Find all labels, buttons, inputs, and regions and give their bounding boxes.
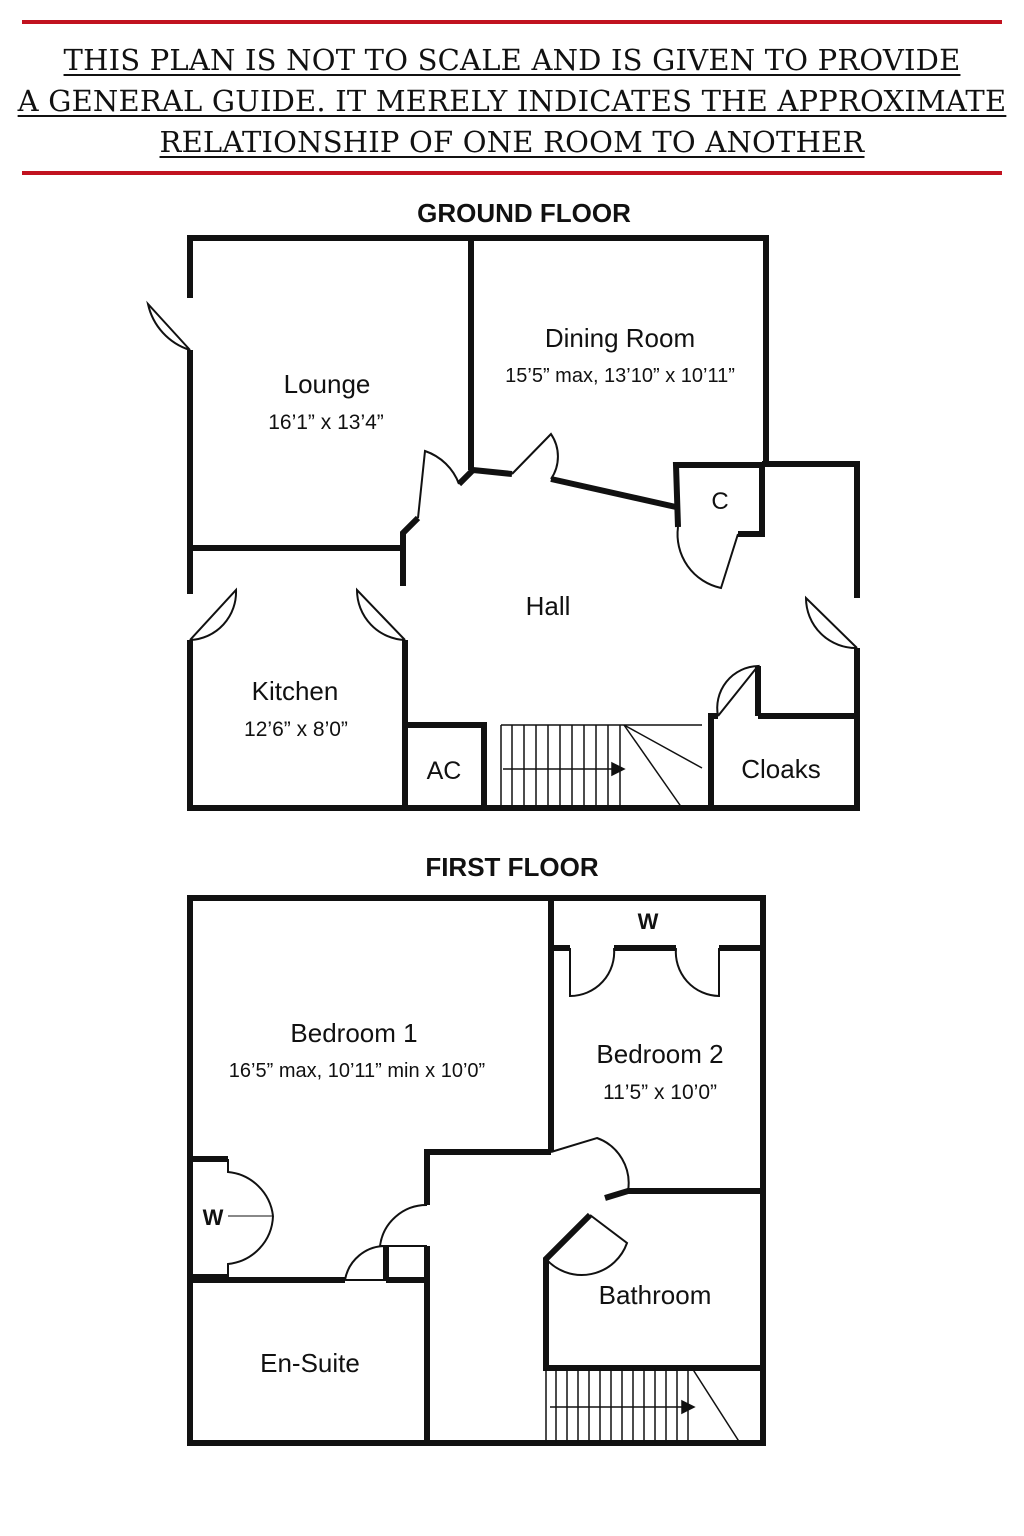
wardrobe-door-left: [569, 947, 616, 998]
bathroom-door: [545, 1214, 629, 1276]
first-floor-doors: [227, 947, 720, 1281]
kitchen-size: 12’6” x 8’0”: [244, 718, 348, 741]
bathroom-label: Bathroom: [599, 1280, 712, 1310]
left-wardrobe-door-bottom: [227, 1215, 274, 1277]
bedroom1-size: 16’5” max, 10’11” min x 10’0”: [229, 1060, 485, 1082]
first-floor: FIRST FLOOR: [187, 852, 766, 1446]
lounge-external-door: [146, 300, 191, 351]
ground-floor-title: GROUND FLOOR: [417, 198, 631, 228]
bedroom2-size: 11’5” x 10’0”: [603, 1081, 717, 1104]
lounge-door: [417, 449, 460, 519]
bedroom1-door: [378, 1203, 428, 1247]
lounge-size: 16’1” x 13’4”: [268, 411, 384, 434]
hall-label: Hall: [526, 591, 571, 621]
bedroom2-door: [550, 1136, 630, 1192]
ensuite-door: [344, 1244, 387, 1281]
kitchen-label: Kitchen: [252, 676, 339, 706]
ground-floor-walls: [187, 235, 860, 811]
disclaimer-line-3: RELATIONSHIP OF ONE ROOM TO ANOTHER: [159, 125, 865, 159]
ground-floor-doors: [146, 300, 858, 717]
ensuite-label: En-Suite: [260, 1348, 360, 1378]
ground-staircase: [500, 724, 703, 809]
disclaimer: THIS PLAN IS NOT TO SCALE AND IS GIVEN T…: [0, 40, 1024, 163]
ground-floor: GROUND FLOOR: [146, 198, 860, 811]
top-red-rule: [22, 20, 1002, 24]
kitchen-door: [355, 587, 406, 641]
bottom-red-rule: [22, 171, 1002, 175]
left-wardrobe-door-top: [227, 1159, 274, 1217]
bedroom1-label: Bedroom 1: [290, 1018, 417, 1048]
wardrobe-door-right: [674, 947, 720, 998]
first-floor-title: FIRST FLOOR: [425, 852, 599, 882]
cupboard-door: [676, 526, 739, 590]
wardrobe-left-label: W: [203, 1205, 224, 1230]
disclaimer-line-2: A GENERAL GUIDE. IT MERELY INDICATES THE…: [17, 84, 1007, 118]
cloaks-label: Cloaks: [741, 754, 820, 784]
dining-room-size: 15’5” max, 13’10” x 10’11”: [505, 365, 735, 387]
ac-label: AC: [427, 757, 462, 785]
kitchen-external-door: [189, 587, 238, 641]
cupboard-label: C: [711, 488, 728, 515]
wardrobe-top-label: W: [638, 909, 659, 934]
lounge-label: Lounge: [284, 369, 371, 399]
dining-room-label: Dining Room: [545, 323, 695, 353]
cloaks-door: [716, 664, 761, 717]
hall-external-door: [804, 595, 858, 650]
disclaimer-line-1: THIS PLAN IS NOT TO SCALE AND IS GIVEN T…: [63, 43, 961, 77]
first-staircase: [545, 1367, 741, 1444]
first-floor-walls: [187, 895, 766, 1446]
dining-door: [511, 432, 559, 480]
bedroom2-label: Bedroom 2: [596, 1039, 723, 1069]
